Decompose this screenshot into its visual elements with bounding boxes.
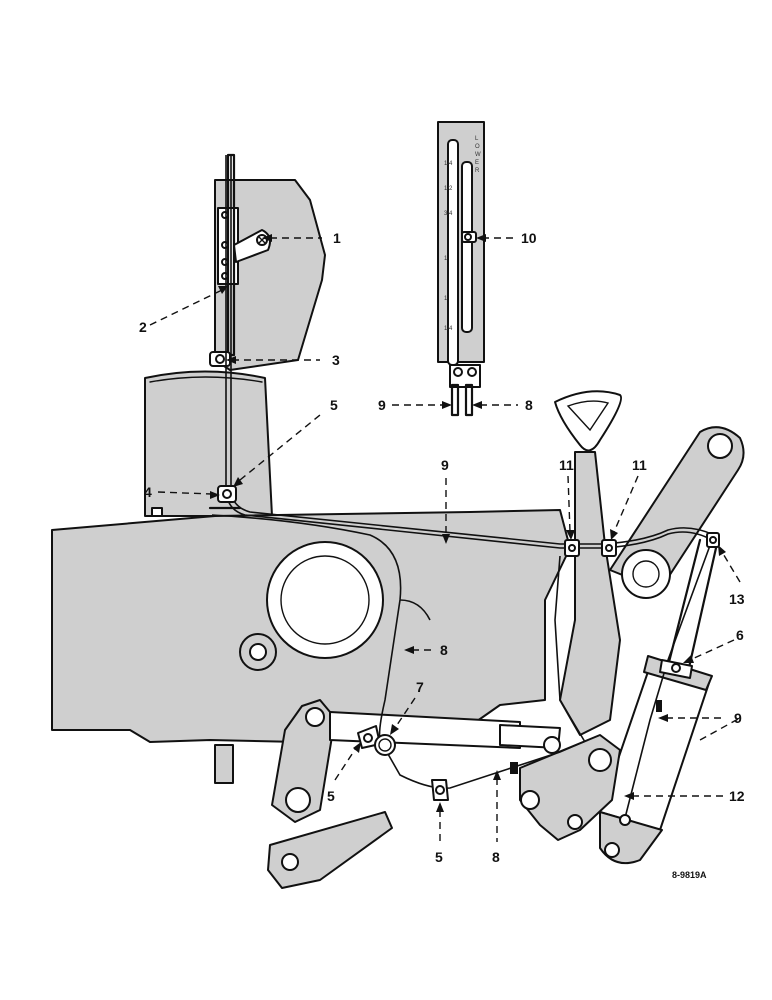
cable-clip-3 [209, 351, 231, 367]
control-cables [211, 155, 715, 819]
svg-text:1/2: 1/2 [444, 186, 453, 192]
cable-clip-11 [564, 539, 617, 557]
lower-linkage [267, 699, 621, 889]
svg-text:1: 1 [444, 256, 448, 262]
callout-3: 3 [332, 352, 340, 368]
callout-2: 2 [139, 319, 147, 335]
svg-text:3/4: 3/4 [444, 211, 453, 217]
callout-9-top: 9 [441, 457, 449, 473]
callout-5-left: 5 [327, 788, 335, 804]
svg-text:W: W [475, 152, 481, 158]
callout-12: 12 [729, 788, 745, 804]
svg-text:1/4: 1/4 [444, 161, 453, 167]
callout-7: 7 [416, 679, 424, 695]
callout-9-right: 9 [734, 710, 742, 726]
cylinder-clamp-6 [659, 659, 693, 679]
callout-11-left: 11 [559, 457, 574, 473]
callout-11-right: 11 [632, 457, 647, 473]
reference-code: 8-9819A [672, 870, 707, 880]
callout-8-middle: 8 [440, 642, 448, 658]
callout-6: 6 [736, 627, 744, 643]
leader-lines [149, 234, 741, 842]
svg-text:1: 1 [444, 296, 448, 302]
callout-13: 13 [729, 591, 745, 607]
callout-10: 10 [521, 230, 537, 246]
svg-text:L: L [475, 136, 479, 142]
callout-8-quadrant: 8 [525, 397, 533, 413]
transmission-case [51, 509, 571, 784]
bushing-7 [374, 734, 396, 756]
callout-labels: 1 2 3 5 4 10 9 8 9 11 11 13 8 6 7 9 5 12… [139, 230, 745, 880]
svg-text:E: E [475, 160, 479, 166]
cable-anchor-13 [706, 532, 720, 548]
callout-8-bottom: 8 [492, 849, 500, 865]
callout-9-quadrant: 9 [378, 397, 386, 413]
callout-4: 4 [144, 484, 152, 500]
cable-clip-4-5 [208, 485, 242, 510]
callout-5-top: 5 [330, 397, 338, 413]
control-quadrant: 1/4 1/2 3/4 1 1 1/4 L O W E R [437, 121, 485, 417]
svg-text:O: O [475, 144, 480, 150]
rockshaft-lift-arm [609, 426, 745, 599]
callout-1: 1 [333, 230, 341, 246]
svg-text:1/4: 1/4 [444, 326, 453, 332]
control-lever [554, 390, 622, 736]
cable-anchor-12 [619, 814, 631, 826]
callout-5-bottom: 5 [435, 849, 443, 865]
svg-text:R: R [475, 168, 480, 174]
cable-sleeve [510, 700, 662, 774]
